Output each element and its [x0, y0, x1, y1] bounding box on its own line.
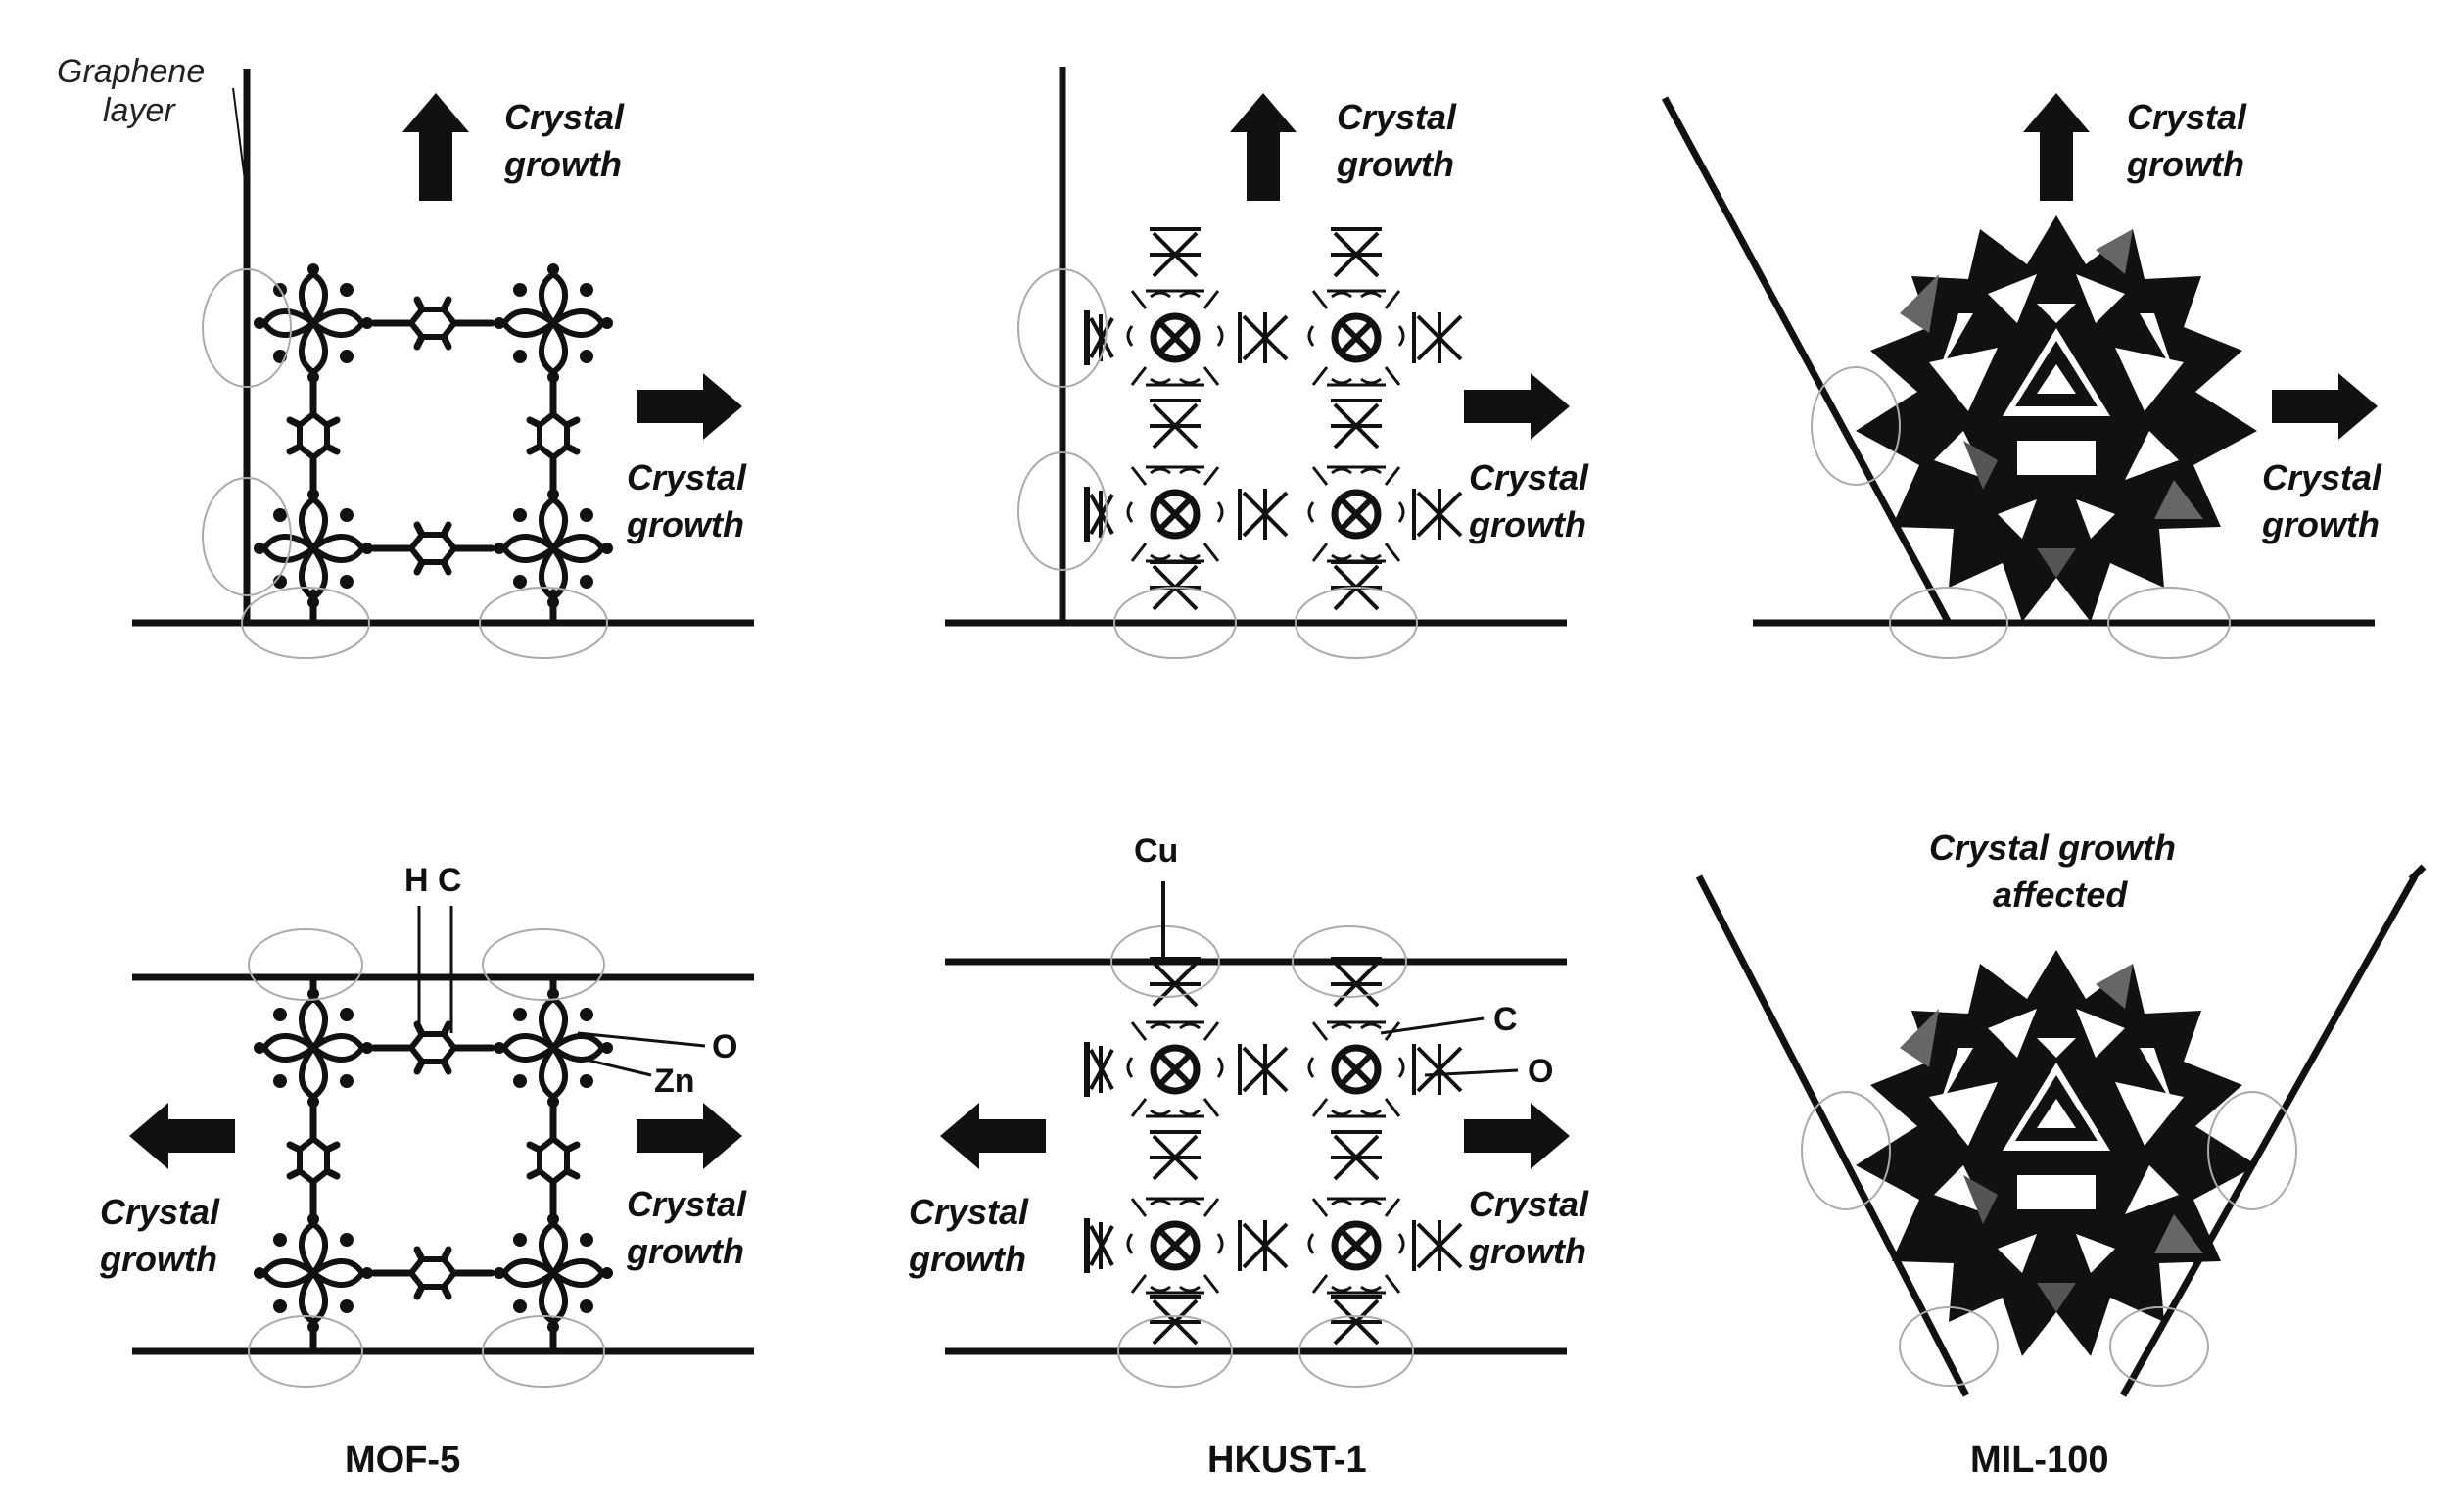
arrow-right: [1464, 1103, 1570, 1169]
graphene-layer-line: [1661, 96, 1953, 625]
growth-label-left-1: Crystal: [100, 1192, 220, 1232]
growth-affected-label-2: affected: [1993, 874, 2128, 915]
arrow-left: [940, 1103, 1046, 1169]
zn-atom-label: Zn: [654, 1063, 695, 1100]
growth-label-right-1: Crystal: [1469, 1184, 1589, 1224]
o-atom-label: O: [712, 1028, 737, 1065]
growth-label-up-1: Crystal: [504, 97, 625, 137]
growth-label-right-2: growth: [626, 1231, 744, 1271]
panel-mil100-top: Crystal growth Crystal growth: [1661, 93, 2382, 659]
panel-hkust1-top: Crystal growth Crystal growth: [945, 67, 1589, 659]
growth-label-left-2: growth: [99, 1239, 217, 1279]
growth-label-right-2: growth: [1468, 504, 1586, 544]
arrow-up: [1230, 93, 1297, 201]
c-atom-label: C: [438, 862, 462, 899]
cu-atom-label: Cu: [1134, 832, 1178, 870]
graphene-label-line1: Graphene: [57, 53, 205, 90]
growth-label-up-1: Crystal: [1337, 97, 1457, 137]
growth-label-left-1: Crystal: [909, 1192, 1029, 1232]
c-leader-line: [1380, 1016, 1485, 1035]
zn-leader-line: [577, 1056, 652, 1077]
arrow-right: [637, 1103, 742, 1169]
arrow-right: [637, 373, 742, 440]
arrow-up: [402, 93, 469, 201]
panel-mof5-bottom: H C O Zn Crystal growth Crystal growth M…: [99, 862, 754, 1481]
growth-label-up-2: growth: [2126, 144, 2244, 184]
growth-label-right-2: growth: [2261, 504, 2380, 544]
panel-hkust1-bottom: Cu C O Crystal growth Crystal growth HKU…: [908, 832, 1589, 1481]
hkust1-framework: [1087, 227, 1463, 611]
panel-mil100-bottom: Crystal growth affected MIL-100: [1695, 827, 2427, 1481]
mof5-framework: [254, 973, 613, 1355]
o-atom-label: O: [1528, 1053, 1553, 1090]
left-graphene-line: [1695, 874, 1970, 1397]
panel-name-mil100: MIL-100: [1970, 1440, 2108, 1481]
hkust1-framework: [1087, 957, 1463, 1346]
growth-label-right-2: growth: [626, 504, 744, 544]
growth-label-right-1: Crystal: [1469, 457, 1589, 497]
growth-label-up-2: growth: [1336, 144, 1454, 184]
panel-name-mof5: MOF-5: [345, 1440, 460, 1481]
panel-name-hkust1: HKUST-1: [1207, 1440, 1367, 1481]
mof5-framework: [254, 263, 613, 627]
panel-mof5-top: Graphene layer Crystal growth Crystal gr…: [57, 53, 754, 659]
growth-label-up-2: growth: [503, 144, 622, 184]
arrow-right: [1464, 373, 1570, 440]
right-graphene-tip: [2408, 864, 2427, 882]
arrow-left: [129, 1103, 235, 1169]
o-leader-line: [577, 1031, 706, 1048]
arrow-right: [2272, 373, 2378, 440]
h-atom-label: H: [404, 862, 429, 899]
growth-label-right-1: Crystal: [2262, 457, 2382, 497]
growth-label-right-2: growth: [1468, 1231, 1586, 1271]
growth-label-right-1: Crystal: [627, 1184, 747, 1224]
growth-label-up-1: Crystal: [2127, 97, 2247, 137]
c-atom-label: C: [1493, 1001, 1518, 1038]
graphene-label-line2: layer: [103, 92, 176, 129]
growth-label-right-1: Crystal: [627, 457, 747, 497]
o-leader-line: [1424, 1068, 1519, 1077]
growth-affected-label-1: Crystal growth: [1929, 827, 2176, 868]
arrow-up: [2023, 93, 2090, 201]
growth-label-left-2: growth: [908, 1239, 1026, 1279]
graphene-leader-line: [232, 87, 248, 197]
